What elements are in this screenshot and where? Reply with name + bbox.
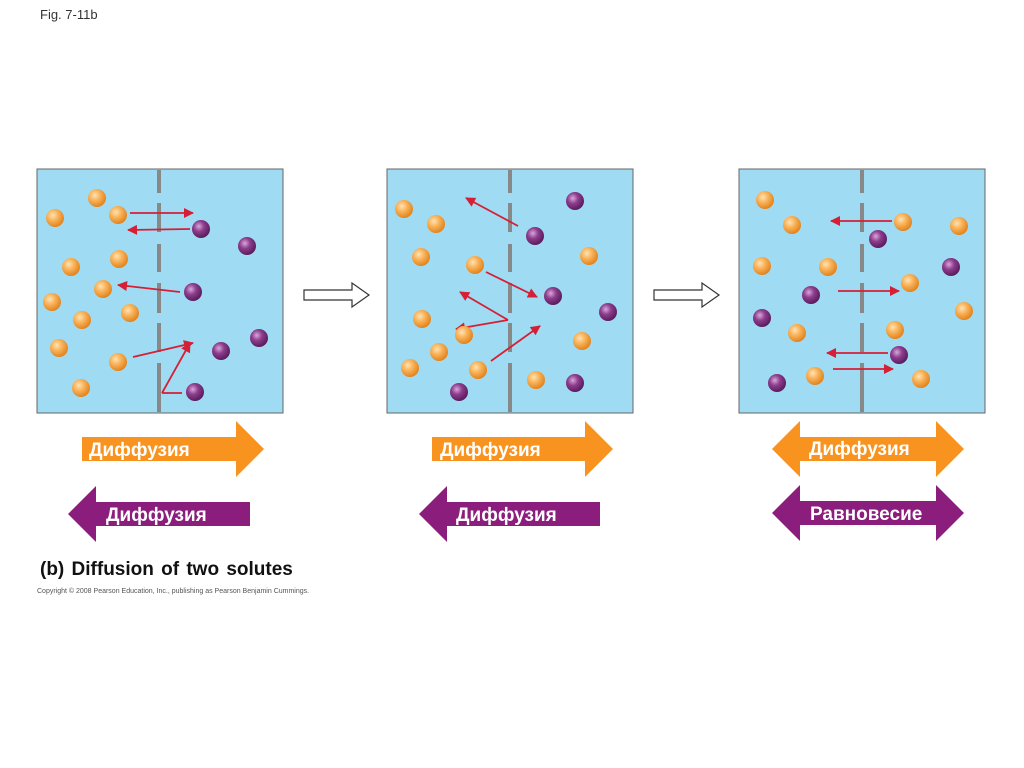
- purple-solute: [192, 220, 210, 238]
- panel-2: [386, 168, 634, 414]
- purple-solutes: [753, 230, 960, 392]
- purple-diffusion-label: Диффузия: [456, 505, 557, 526]
- purple-solute: [450, 383, 468, 401]
- orange-solute: [427, 215, 445, 233]
- red-motion-arrows: [455, 197, 541, 362]
- purple-equilibrium-double-arrow: [772, 485, 964, 541]
- motion-arrow: [459, 291, 509, 321]
- orange-solute: [955, 302, 973, 320]
- orange-solute: [527, 371, 545, 389]
- orange-solute: [43, 293, 61, 311]
- orange-solute: [819, 258, 837, 276]
- motion-arrow: [127, 224, 191, 235]
- orange-solute: [753, 257, 771, 275]
- orange-solute: [783, 216, 801, 234]
- orange-solute: [395, 200, 413, 218]
- motion-arrow: [485, 271, 538, 298]
- orange-diffusion-double-arrow: [772, 421, 964, 477]
- panel-3: [738, 168, 986, 414]
- purple-solute: [526, 227, 544, 245]
- purple-solute: [768, 374, 786, 392]
- orange-diffusion-label: Диффузия: [440, 440, 541, 461]
- motion-arrow: [117, 281, 181, 293]
- purple-solute: [250, 329, 268, 347]
- purple-solute: [753, 309, 771, 327]
- orange-solute: [756, 191, 774, 209]
- orange-solute: [401, 359, 419, 377]
- motion-arrow: [465, 197, 519, 227]
- figure-label: Fig. 7-11b: [40, 7, 98, 22]
- orange-diffusion-label: Диффузия: [809, 439, 910, 460]
- orange-solute: [109, 353, 127, 371]
- red-motion-arrows: [117, 208, 194, 394]
- orange-solutes: [753, 191, 973, 388]
- purple-solute: [544, 287, 562, 305]
- orange-solute: [46, 209, 64, 227]
- purple-solute: [566, 374, 584, 392]
- orange-solutes: [395, 200, 598, 389]
- orange-solute: [413, 310, 431, 328]
- orange-solute: [886, 321, 904, 339]
- orange-solute: [788, 324, 806, 342]
- orange-solute: [88, 189, 106, 207]
- orange-diffusion-arrow: [432, 421, 613, 477]
- purple-solute: [212, 342, 230, 360]
- purple-solute: [890, 346, 908, 364]
- transition-arrow-icon: [653, 281, 721, 309]
- purple-solute: [802, 286, 820, 304]
- purple-solute: [599, 303, 617, 321]
- motion-arrow: [490, 325, 541, 362]
- orange-solute: [110, 250, 128, 268]
- purple-equilibrium-label: Равновесие: [810, 504, 922, 525]
- copyright-notice: Copyright © 2008 Pearson Education, Inc.…: [37, 588, 310, 595]
- orange-solutes: [43, 189, 139, 397]
- purple-solutes: [184, 220, 268, 401]
- purple-solute: [186, 383, 204, 401]
- purple-solute: [184, 283, 202, 301]
- orange-solute: [466, 256, 484, 274]
- purple-diffusion-arrow: [68, 486, 250, 542]
- purple-solute: [238, 237, 256, 255]
- orange-solute: [72, 379, 90, 397]
- red-motion-arrows: [826, 216, 900, 374]
- motion-arrow: [161, 342, 191, 394]
- orange-solute: [455, 326, 473, 344]
- orange-solute: [121, 304, 139, 322]
- figure-caption: (b) Diffusion of two solutes: [40, 559, 293, 580]
- purple-solute: [869, 230, 887, 248]
- orange-solute: [94, 280, 112, 298]
- orange-solute: [412, 248, 430, 266]
- purple-solutes: [450, 192, 617, 401]
- orange-solute: [109, 206, 127, 224]
- orange-solute: [573, 332, 591, 350]
- orange-solute: [894, 213, 912, 231]
- purple-diffusion-label: Диффузия: [106, 505, 207, 526]
- purple-solute: [942, 258, 960, 276]
- orange-diffusion-label: Диффузия: [89, 440, 190, 461]
- orange-solute: [50, 339, 68, 357]
- orange-solute: [469, 361, 487, 379]
- orange-solute: [912, 370, 930, 388]
- orange-diffusion-arrow: [82, 421, 264, 477]
- orange-solute: [901, 274, 919, 292]
- orange-solute: [806, 367, 824, 385]
- orange-solute: [950, 217, 968, 235]
- transition-arrow-icon: [303, 281, 371, 309]
- orange-solute: [73, 311, 91, 329]
- purple-solute: [566, 192, 584, 210]
- orange-solute: [430, 343, 448, 361]
- panel-1: [36, 168, 284, 414]
- orange-solute: [580, 247, 598, 265]
- purple-diffusion-arrow: [419, 486, 600, 542]
- orange-solute: [62, 258, 80, 276]
